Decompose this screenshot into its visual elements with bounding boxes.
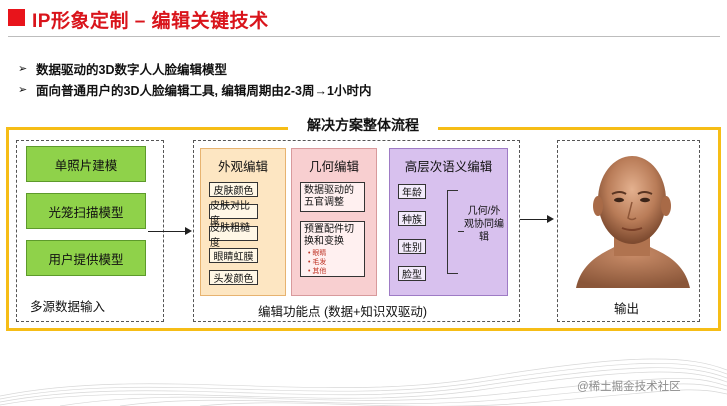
geometry-panel: 几何编辑 数据驱动的五官调整 预置配件切换和变换 • 眼睛 • 毛发 • 其他: [291, 148, 377, 296]
output-section: [557, 140, 700, 322]
semantic-ethnicity: 种族: [398, 211, 426, 226]
appearance-skin-contrast: 皮肤对比度: [209, 201, 258, 227]
appearance-iris: 眼睛虹膜: [209, 248, 258, 263]
input-user-model: 用户提供模型: [26, 240, 146, 276]
semantic-brace: [447, 190, 458, 274]
arrow-head-icon: [547, 215, 554, 223]
watermark: @稀土掘金技术社区: [577, 381, 681, 393]
title-divider: [8, 36, 720, 37]
semantic-title: 高层次语义编辑: [404, 160, 493, 174]
decorative-wave-lines: [0, 358, 727, 406]
face-render-image: [576, 156, 690, 288]
appearance-skin-color: 皮肤颜色: [209, 182, 258, 197]
arrow-head-icon: [185, 227, 192, 235]
title-marker-icon: [8, 9, 25, 26]
arrow-right-icon: ➢: [18, 84, 28, 96]
flow-title: 解决方案整体流程: [288, 114, 438, 136]
editing-caption: 编辑功能点 (数据+知识双驱动): [258, 305, 428, 319]
arrow-right-icon: ➢: [18, 63, 28, 75]
semantic-brace-tick: [458, 231, 464, 232]
geometry-title: 几何编辑: [308, 160, 359, 174]
input-light-cage-scan: 光笼扫描模型: [26, 193, 146, 229]
semantic-brace-label: 几何/外观协同编辑: [464, 206, 504, 243]
input-single-photo: 单照片建模: [26, 146, 146, 182]
geometry-sub-item: • 其他: [308, 268, 327, 275]
appearance-skin-roughness: 皮肤粗糙度: [209, 223, 258, 249]
bullet-text: 面向普通用户的3D人脸编辑工具, 编辑周期由2-3周→1小时内: [36, 84, 372, 98]
geometry-accessory-swap: 预置配件切换和变换 • 眼睛 • 毛发 • 其他: [300, 221, 365, 277]
page-title: IP形象定制 – 编辑关键技术: [32, 11, 269, 32]
geometry-feature-adjust: 数据驱动的五官调整: [300, 182, 365, 212]
output-caption: 输出: [614, 302, 640, 316]
semantic-panel: 高层次语义编辑 年龄 种族 性别 脸型: [389, 148, 508, 296]
geometry-accessory-label: 预置配件切换和变换: [304, 224, 354, 247]
geometry-sub-item: • 毛发: [308, 259, 327, 266]
semantic-age: 年龄: [398, 184, 426, 199]
inputs-caption: 多源数据输入: [30, 300, 106, 314]
appearance-panel: 外观编辑 皮肤颜色 皮肤对比度 皮肤粗糙度 眼睛虹膜 头发颜色: [200, 148, 286, 296]
semantic-gender: 性别: [398, 239, 426, 254]
semantic-face-shape: 脸型: [398, 266, 426, 281]
flow-arrow: [148, 231, 186, 232]
geometry-accessory-sublist: • 眼睛 • 毛发 • 其他: [304, 249, 361, 276]
bullet-item: ➢ 面向普通用户的3D人脸编辑工具, 编辑周期由2-3周→1小时内: [18, 79, 371, 100]
bullet-text: 数据驱动的3D数字人人脸编辑模型: [36, 63, 227, 77]
editing-section: [193, 140, 520, 322]
appearance-hair-color: 头发颜色: [209, 270, 258, 285]
bullet-list: ➢ 数据驱动的3D数字人人脸编辑模型 ➢ 面向普通用户的3D人脸编辑工具, 编辑…: [18, 58, 371, 100]
bullet-item: ➢ 数据驱动的3D数字人人脸编辑模型: [18, 58, 371, 79]
flow-arrow: [520, 219, 548, 220]
geometry-sub-item: • 眼睛: [308, 250, 327, 257]
appearance-title: 外观编辑: [217, 160, 268, 174]
